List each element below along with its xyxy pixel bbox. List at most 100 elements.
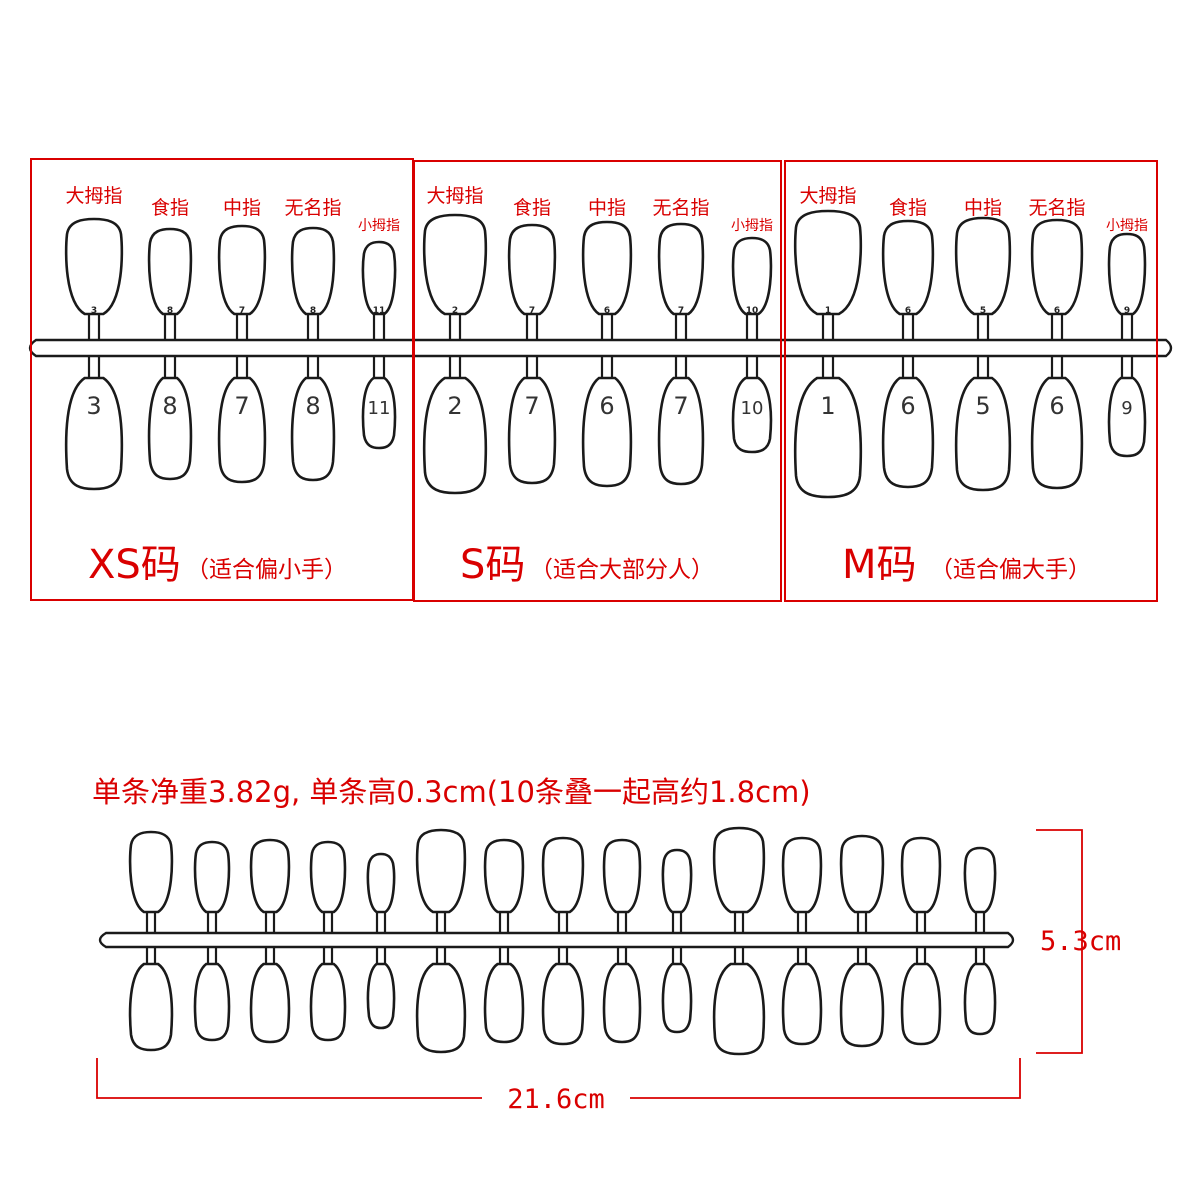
nail-number-small: 10 — [746, 306, 759, 316]
strip-nail-bottom — [712, 962, 766, 1056]
nail-stem — [796, 947, 808, 964]
nail-stem — [372, 314, 386, 340]
nail-number-small: 7 — [678, 306, 684, 316]
nail-stem — [600, 314, 614, 340]
nail-stem — [306, 356, 320, 378]
nail-ring-top — [1030, 218, 1084, 316]
strip-nail-bottom — [900, 962, 942, 1046]
strip-nail-top — [483, 838, 525, 914]
nail-number: 6 — [1049, 392, 1064, 420]
nail-stem — [163, 314, 177, 340]
nail-index-bottom — [147, 376, 193, 481]
nail-stem — [745, 314, 759, 340]
nail-ring-bottom — [290, 376, 336, 482]
nail-pinky-bottom — [361, 376, 397, 450]
nail-stem — [976, 314, 990, 340]
nail-stem — [448, 314, 462, 340]
top-nail-rail — [28, 338, 1173, 358]
nail-number-small: 11 — [373, 306, 386, 316]
nail-stem — [87, 314, 101, 340]
nail-pinky-top — [1107, 232, 1147, 316]
nail-thumb-top — [64, 217, 124, 316]
finger-label-index: 食指 — [151, 197, 189, 219]
nail-stem — [600, 356, 614, 378]
strip-nail-top — [249, 838, 291, 914]
size-box-2 — [413, 160, 782, 602]
nail-stem — [372, 356, 386, 378]
size-note: （适合偏大手） — [930, 557, 1091, 583]
nail-pinky-top — [361, 240, 397, 316]
nail-middle-top — [581, 220, 633, 316]
nail-index-top — [507, 223, 557, 316]
nail-stem — [1120, 314, 1134, 340]
nail-number-small: 6 — [1054, 306, 1060, 316]
size-box-3 — [784, 160, 1158, 602]
nail-number: 1 — [820, 392, 835, 420]
width-dimension-label: 21.6cm — [507, 1084, 605, 1115]
nail-stem — [435, 912, 447, 933]
finger-label-index: 食指 — [889, 197, 927, 219]
nail-stem — [856, 947, 868, 964]
nail-stem — [87, 356, 101, 378]
nail-ring-bottom — [657, 376, 705, 486]
size-boxes: XS码（适合偏小手）S码（适合大部分人）M码（适合偏大手） — [30, 158, 1158, 602]
nail-number: 6 — [599, 392, 614, 420]
nail-pinky-bottom — [1107, 376, 1147, 458]
height-dimension-label: 5.3cm — [1040, 926, 1121, 957]
bottom-nail-rail — [98, 931, 1015, 949]
nail-index-bottom — [881, 376, 935, 489]
finger-label-ring: 无名指 — [1028, 197, 1085, 219]
nail-number-small: 8 — [167, 306, 173, 316]
nail-number: 9 — [1121, 398, 1132, 419]
nail-pinky-top — [731, 236, 773, 316]
strip-nail-top — [963, 846, 997, 914]
nail-index-bottom — [507, 376, 557, 485]
nail-thumb-top — [793, 209, 863, 316]
strip-nail-top — [366, 852, 396, 914]
strip-nail-bottom — [193, 962, 231, 1042]
nail-number: 11 — [368, 398, 391, 419]
strip-nail-top — [602, 838, 642, 914]
nail-stem — [616, 947, 628, 964]
nail-stem — [498, 912, 510, 933]
nail-number-small: 2 — [452, 306, 458, 316]
nail-middle-bottom — [217, 376, 267, 484]
nail-stem — [375, 947, 387, 964]
nail-stem — [235, 356, 249, 378]
strip-nail-top — [839, 834, 885, 914]
finger-label-index: 食指 — [513, 197, 551, 219]
strip-nail-bottom — [781, 962, 823, 1046]
nail-number: 5 — [975, 392, 990, 420]
strip-nail-top — [415, 828, 467, 914]
nail-stem — [671, 947, 683, 964]
strip-nail-top — [541, 836, 585, 914]
nail-stem — [796, 912, 808, 933]
nail-stem — [264, 912, 276, 933]
finger-labels: 大拇指食指中指无名指小拇指大拇指食指中指无名指小拇指大拇指食指中指无名指小拇指 — [65, 185, 1148, 234]
nail-stem — [821, 356, 835, 378]
finger-label-thumb: 大拇指 — [65, 185, 122, 207]
nail-number: 7 — [234, 392, 249, 420]
rail-bar — [28, 338, 1173, 358]
finger-label-thumb: 大拇指 — [799, 185, 856, 207]
nail-stem — [206, 947, 218, 964]
nail-middle-bottom — [581, 376, 633, 488]
nail-stem — [264, 947, 276, 964]
strip-nail-top — [309, 840, 347, 914]
nail-stem — [235, 314, 249, 340]
nail-stem — [616, 912, 628, 933]
nail-stem — [901, 314, 915, 340]
nail-stem — [1050, 314, 1064, 340]
nail-number-small: 7 — [529, 306, 535, 316]
nail-stem — [974, 912, 986, 933]
size-note: （适合大部分人） — [530, 557, 714, 583]
strip-nail-bottom — [366, 962, 396, 1030]
nail-stem — [856, 912, 868, 933]
finger-label-pinky: 小拇指 — [358, 218, 400, 234]
nail-number: 2 — [447, 392, 462, 420]
nail-thumb-bottom — [793, 376, 863, 499]
nail-stem — [435, 947, 447, 964]
nail-middle-top — [217, 224, 267, 316]
nail-middle-bottom — [954, 376, 1012, 492]
finger-label-pinky: 小拇指 — [1106, 218, 1148, 234]
